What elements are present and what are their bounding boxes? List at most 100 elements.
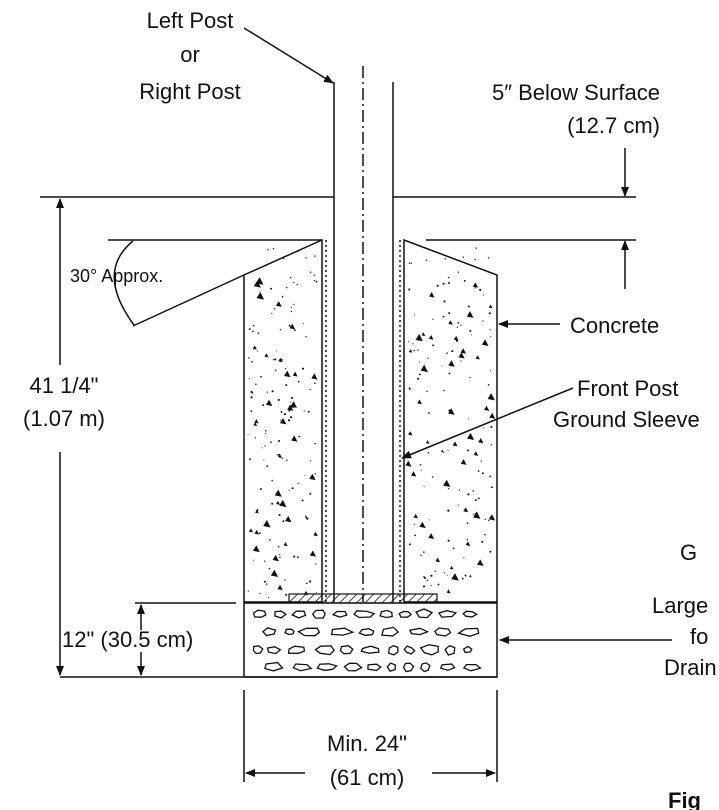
concrete-speck bbox=[266, 391, 268, 393]
concrete-speck bbox=[477, 470, 480, 472]
sleeve-label-line2: Ground Sleeve bbox=[553, 407, 700, 432]
concrete-pebble bbox=[460, 459, 467, 465]
concrete-speck bbox=[417, 349, 419, 351]
concrete-speck bbox=[307, 410, 310, 413]
concrete-speck bbox=[264, 560, 266, 562]
concrete-speck bbox=[461, 577, 464, 580]
concrete-pebble bbox=[488, 304, 493, 309]
concrete-speck bbox=[270, 441, 272, 444]
concrete-speck bbox=[269, 538, 271, 541]
concrete-speck bbox=[271, 502, 274, 505]
concrete-speck bbox=[490, 486, 493, 489]
concrete-speck bbox=[278, 554, 281, 556]
concrete-speck bbox=[277, 439, 281, 443]
concrete-speck bbox=[247, 590, 249, 592]
concrete-pebble bbox=[270, 569, 279, 577]
concrete-pebble bbox=[413, 513, 418, 519]
concrete-pebble bbox=[451, 573, 459, 581]
concrete-speck bbox=[437, 583, 440, 586]
gravel-stone bbox=[402, 662, 415, 673]
post-label-line1: Left Post bbox=[147, 8, 234, 33]
concrete-speck bbox=[484, 533, 486, 536]
concrete-speck bbox=[249, 458, 252, 461]
concrete-speck bbox=[250, 396, 253, 399]
concrete-pebble bbox=[292, 371, 298, 377]
concrete-speck bbox=[467, 493, 470, 496]
concrete-pebble bbox=[275, 301, 282, 307]
concrete-pebble bbox=[463, 507, 469, 513]
concrete-pebble bbox=[279, 499, 287, 508]
concrete-speck bbox=[315, 280, 318, 283]
concrete-speck bbox=[275, 350, 277, 352]
concrete-speck bbox=[419, 361, 421, 363]
concrete-speck bbox=[309, 271, 312, 273]
gravel-stone bbox=[292, 663, 313, 672]
concrete-speck bbox=[254, 437, 257, 439]
concrete-speck bbox=[314, 382, 316, 385]
concrete-speck bbox=[489, 475, 492, 478]
gravel-stone bbox=[433, 627, 452, 637]
concrete-pebble bbox=[488, 514, 496, 521]
concrete-pebble bbox=[283, 542, 288, 547]
concrete-speck bbox=[250, 410, 253, 412]
concrete-pebble bbox=[254, 529, 260, 535]
concrete-speck bbox=[259, 592, 261, 595]
gravel-stone bbox=[330, 627, 355, 636]
concrete-speck bbox=[252, 559, 254, 561]
concrete-speck bbox=[447, 276, 450, 279]
concrete-speck bbox=[448, 282, 450, 284]
concrete-speck bbox=[251, 360, 253, 363]
cut-label-g: G bbox=[680, 540, 697, 565]
concrete-speck bbox=[288, 489, 290, 491]
concrete-speck bbox=[301, 499, 304, 502]
concrete-pebble bbox=[265, 399, 273, 407]
gravel-depth-label: 12" (30.5 cm) bbox=[62, 627, 193, 652]
concrete-speck bbox=[413, 349, 415, 352]
angle-arc bbox=[113, 240, 135, 326]
concrete-pebble bbox=[478, 437, 484, 444]
concrete-speck bbox=[469, 376, 471, 379]
concrete-speck bbox=[408, 288, 411, 291]
concrete-speck bbox=[274, 358, 277, 361]
concrete-speck bbox=[410, 262, 412, 264]
concrete-speck bbox=[263, 459, 265, 461]
concrete-speck bbox=[442, 315, 445, 318]
concrete-pebble bbox=[253, 280, 261, 288]
concrete-speck bbox=[264, 445, 266, 447]
concrete-pebble bbox=[421, 332, 426, 337]
concrete-speck bbox=[305, 257, 307, 259]
concrete-speck bbox=[408, 387, 411, 389]
cut-label-large: Large bbox=[652, 593, 708, 618]
gravel-stone bbox=[261, 627, 277, 637]
concrete-speck bbox=[482, 320, 484, 322]
concrete-pebble bbox=[248, 528, 254, 533]
concrete-speck bbox=[290, 310, 293, 313]
gravel-stone bbox=[457, 627, 480, 637]
concrete-pebble bbox=[453, 335, 459, 341]
concrete-speck bbox=[422, 585, 426, 588]
gravel-stone bbox=[353, 610, 376, 619]
concrete-speck bbox=[431, 476, 434, 478]
gravel-stone bbox=[252, 609, 267, 618]
concrete-speck bbox=[444, 258, 446, 260]
concrete-speck bbox=[423, 485, 425, 487]
concrete-speck bbox=[468, 418, 470, 420]
concrete-speck bbox=[281, 295, 284, 298]
concrete-speck bbox=[297, 556, 299, 559]
concrete-speck bbox=[271, 390, 274, 393]
concrete-label: Concrete bbox=[570, 313, 659, 338]
concrete-speck bbox=[248, 357, 250, 359]
concrete-speck bbox=[474, 287, 476, 289]
concrete-speck bbox=[305, 516, 308, 519]
concrete-speck bbox=[314, 255, 316, 257]
concrete-pebble bbox=[449, 565, 454, 570]
concrete-speck bbox=[314, 442, 316, 445]
concrete-speck bbox=[451, 350, 454, 353]
concrete-speck bbox=[259, 488, 262, 491]
concrete-speck bbox=[423, 551, 425, 553]
concrete-pebble bbox=[443, 479, 451, 488]
concrete-speck bbox=[413, 314, 416, 316]
concrete-speck bbox=[304, 474, 306, 476]
concrete-speck bbox=[313, 274, 315, 276]
concrete-speck bbox=[273, 308, 276, 310]
